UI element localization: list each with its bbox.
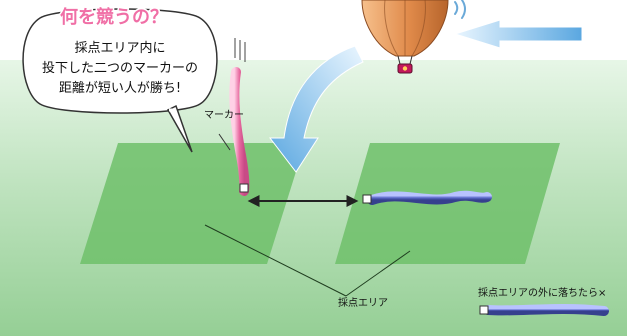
drop-lines	[234, 38, 246, 62]
scoring-area-left	[80, 143, 305, 264]
drop-arrow	[268, 45, 364, 173]
hot-air-balloon	[361, 0, 449, 74]
leader-line-left	[204, 224, 347, 297]
outside-note: 採点エリアの外に落ちたら×	[478, 286, 606, 299]
title: 何を競うの？	[60, 6, 168, 28]
marker-pink-leader	[218, 133, 231, 151]
speech-bubble	[22, 8, 218, 153]
outside-marker	[483, 303, 609, 316]
motion-lines	[454, 0, 466, 19]
bubble-line-1: 採点エリア内に	[74, 40, 165, 56]
bubble-line-3: 距離が短い人が勝ち!	[59, 81, 181, 96]
bubble-line-2: 投下した二つのマーカーの	[42, 60, 198, 76]
marker-pink-weight	[239, 183, 249, 193]
scoring-area-label: 採点エリア	[338, 296, 388, 309]
marker-pink	[229, 67, 250, 196]
marker-label: マーカー	[204, 109, 244, 121]
marker-blue-weight	[362, 194, 372, 204]
outside-marker-weight	[479, 305, 489, 315]
leader-line-right	[345, 250, 411, 297]
marker-blue	[367, 190, 492, 205]
incoming-arrow	[453, 19, 583, 49]
